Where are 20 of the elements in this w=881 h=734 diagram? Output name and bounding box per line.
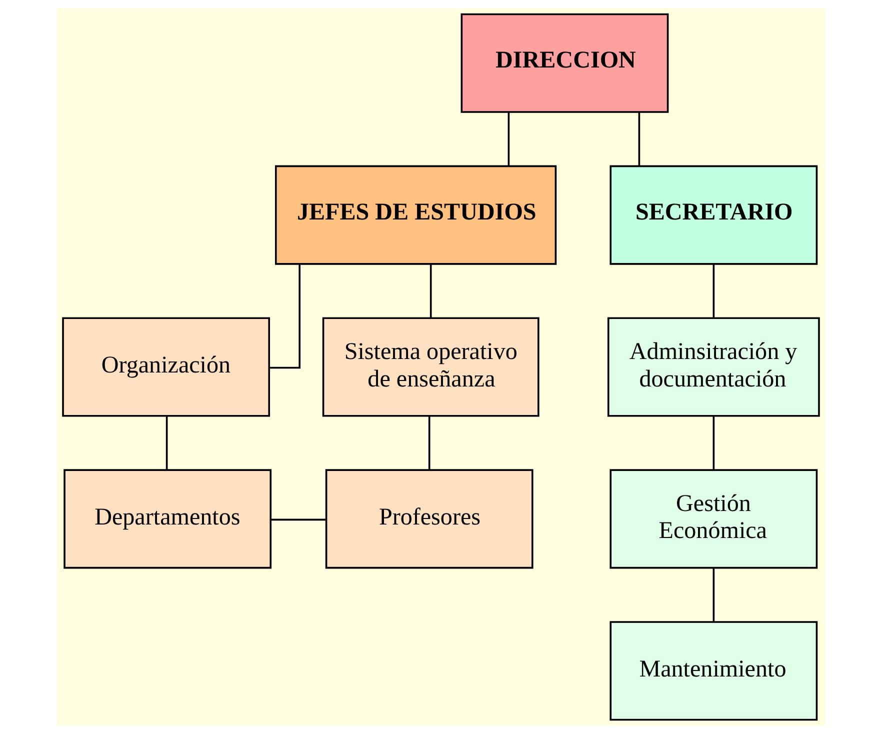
node-box: Sistema operativo de enseñanza: [322, 317, 539, 417]
connector: [507, 112, 510, 166]
connector: [429, 264, 432, 318]
node-box: Adminsitración y documentación: [606, 317, 820, 417]
node-box: Gestión Económica: [609, 469, 818, 569]
node-box: SECRETARIO: [609, 165, 818, 265]
node-box: Departamentos: [63, 469, 272, 569]
node-box: Profesores: [324, 469, 533, 569]
connector: [268, 264, 300, 369]
node-box: JEFES DE ESTUDIOS: [274, 165, 556, 265]
node-box: Mantenimiento: [609, 621, 818, 721]
connector: [165, 416, 168, 470]
node-box: DIRECCION: [460, 13, 668, 113]
connector: [712, 416, 714, 470]
connector: [712, 264, 714, 318]
connector: [712, 568, 714, 622]
connector: [270, 518, 326, 521]
connector: [638, 112, 640, 166]
connector: [428, 416, 430, 470]
node-box: Organización: [62, 317, 270, 417]
